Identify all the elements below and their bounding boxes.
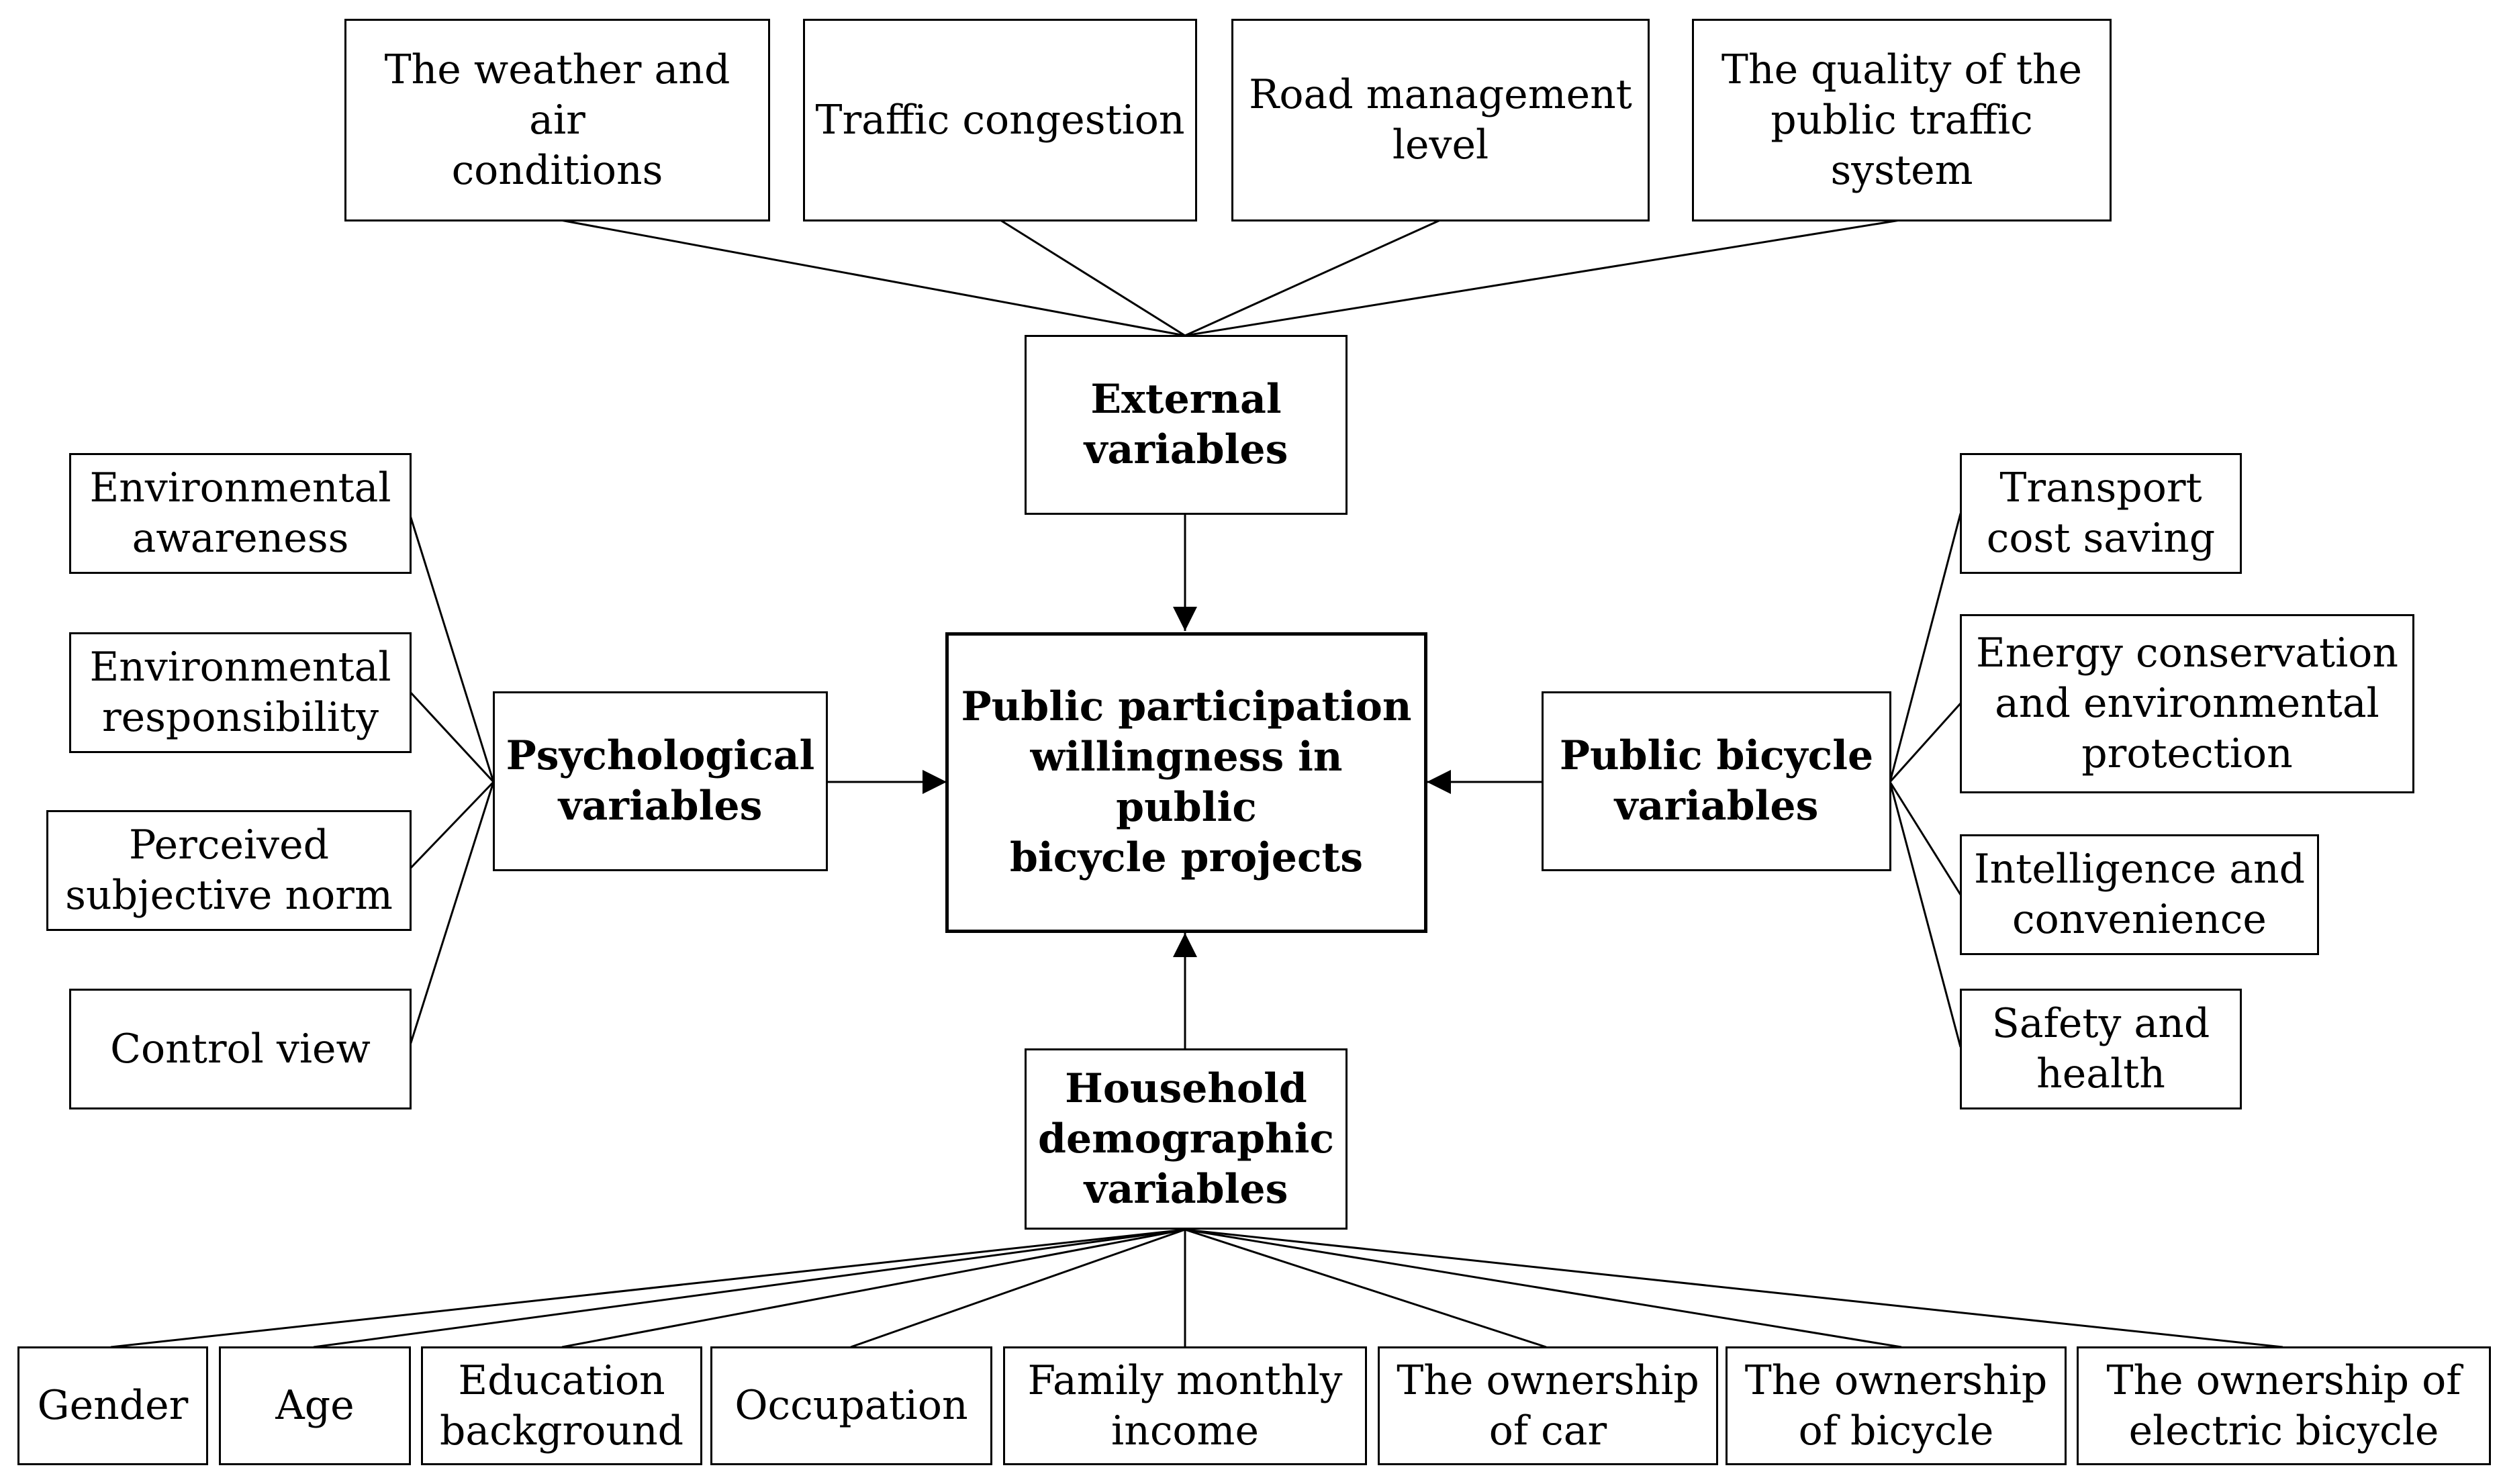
psychological-item-environmental-awareness: Environmental awareness: [69, 453, 412, 574]
link-household-1: [110, 1228, 1186, 1348]
link-household-7: [1184, 1228, 1902, 1348]
link-bicycle-3: [1889, 781, 1962, 895]
link-external-1: [560, 219, 1186, 337]
public-participation-willingness-box: Public participation willingness in publ…: [945, 632, 1427, 933]
psychological-variables-box: Psychological variables: [493, 691, 828, 871]
bicycle-item-intelligence-convenience: Intelligence and convenience: [1960, 834, 2319, 955]
external-variables-box: External variables: [1025, 335, 1348, 515]
household-item-age: Age: [219, 1346, 411, 1465]
psychological-item-perceived-subjective-norm: Perceived subjective norm: [46, 810, 412, 931]
psychological-item-control-view: Control view: [69, 989, 412, 1109]
household-item-occupation: Occupation: [710, 1346, 992, 1465]
household-item-car-ownership: The ownership of car: [1378, 1346, 1718, 1465]
psychological-item-environmental-responsibility: Environmental responsibility: [69, 632, 412, 753]
link-psychological-3: [408, 781, 495, 871]
household-item-bicycle-ownership: The ownership of bicycle: [1726, 1346, 2067, 1465]
link-psychological-2: [408, 690, 495, 783]
link-household-6: [1184, 1228, 1547, 1348]
link-bicycle-2: [1889, 702, 1962, 783]
external-item-weather: The weather and air conditions: [344, 19, 770, 221]
link-external-3: [1184, 219, 1441, 337]
link-household-2: [313, 1228, 1186, 1348]
household-item-family-income: Family monthly income: [1003, 1346, 1367, 1465]
link-household-4: [850, 1228, 1186, 1348]
external-item-public-traffic: The quality of the public traffic system: [1692, 19, 2112, 221]
link-psychological-4: [408, 781, 495, 1048]
link-bicycle-1: [1889, 513, 1962, 783]
link-psychological-1: [408, 513, 495, 783]
link-bicycle-4: [1889, 781, 1962, 1048]
link-household-8: [1184, 1228, 2283, 1348]
household-item-electric-bicycle-ownership: The ownership of electric bicycle: [2077, 1346, 2491, 1465]
household-item-education: Education background: [421, 1346, 702, 1465]
link-external-2: [1000, 219, 1186, 337]
household-demographic-variables-box: Household demographic variables: [1025, 1048, 1348, 1230]
link-external-4: [1184, 219, 1901, 337]
link-household-3: [561, 1228, 1186, 1348]
bicycle-item-transport-cost: Transport cost saving: [1960, 453, 2242, 574]
bicycle-item-safety-health: Safety and health: [1960, 989, 2242, 1109]
household-item-gender: Gender: [17, 1346, 208, 1465]
bicycle-item-energy-conservation: Energy conservation and environmental pr…: [1960, 614, 2414, 793]
external-item-congestion: Traffic congestion: [803, 19, 1197, 221]
public-bicycle-variables-box: Public bicycle variables: [1542, 691, 1891, 871]
external-item-road-management: Road management level: [1231, 19, 1650, 221]
